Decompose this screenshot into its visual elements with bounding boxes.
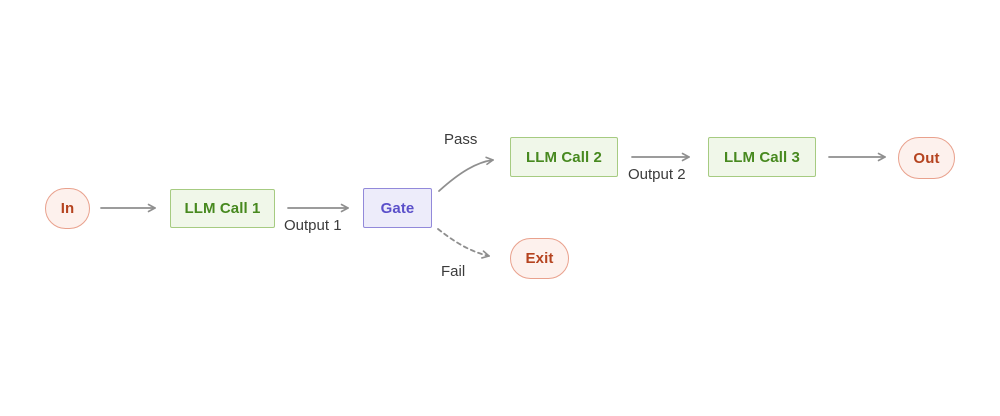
node-exit-label: Exit bbox=[525, 250, 554, 267]
node-out: Out bbox=[898, 137, 955, 179]
edge-label-fail: Fail bbox=[441, 263, 466, 280]
edge-label-output-1: Output 1 bbox=[284, 217, 342, 234]
node-gate: Gate bbox=[363, 188, 432, 228]
node-llm-call-3: LLM Call 3 bbox=[708, 137, 816, 177]
node-gate-label: Gate bbox=[380, 199, 415, 217]
node-llm-call-1-label: LLM Call 1 bbox=[184, 200, 261, 217]
node-exit: Exit bbox=[510, 238, 569, 279]
edge-gate-pass-to-llm-call-2 bbox=[438, 156, 494, 192]
node-llm-call-1: LLM Call 1 bbox=[170, 189, 275, 228]
node-in-label: In bbox=[60, 200, 75, 217]
node-llm-call-2: LLM Call 2 bbox=[510, 137, 618, 177]
edge-label-output-2: Output 2 bbox=[628, 166, 686, 183]
edge-label-pass: Pass bbox=[444, 131, 478, 148]
node-llm-call-3-label: LLM Call 3 bbox=[723, 148, 800, 166]
edge-gate-fail-to-exit bbox=[437, 228, 490, 259]
node-in: In bbox=[45, 188, 90, 229]
node-out-label: Out bbox=[913, 149, 940, 167]
node-llm-call-2-label: LLM Call 2 bbox=[525, 148, 602, 166]
